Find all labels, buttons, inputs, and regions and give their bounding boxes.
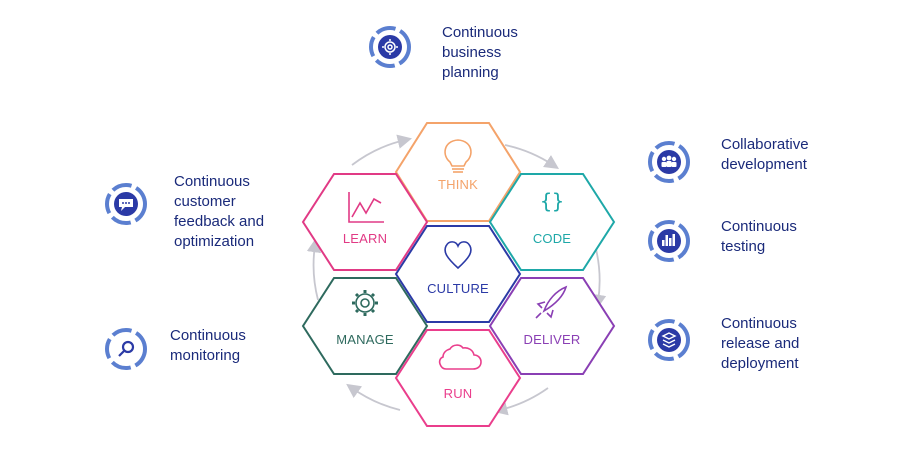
- practice-release-text: Continuous release and deployment: [721, 314, 799, 374]
- practice-planning-text: Continuous business planning: [442, 23, 518, 83]
- hex-code: {} CODE: [488, 173, 616, 271]
- practice-release-line-3: deployment: [721, 355, 799, 372]
- practice-release-line-2: release and: [721, 335, 800, 352]
- practice-release: Continuous release and deployment: [721, 314, 799, 374]
- cycle-arrow-2: [591, 244, 607, 310]
- practice-feedback-line-2: customer: [174, 193, 236, 210]
- practice-planning-line-2: business: [442, 44, 502, 61]
- magnifier-icon: [118, 340, 135, 357]
- practice-release-line-1: Continuous: [721, 315, 797, 332]
- gear-icon: [382, 39, 398, 55]
- practice-monitoring-line-2: monitoring: [170, 347, 241, 364]
- curly-braces-icon: {}: [540, 189, 564, 213]
- gear-icon: [352, 290, 378, 316]
- hex-label-run: RUN: [444, 386, 473, 401]
- practice-badge-planning: [369, 26, 411, 68]
- practice-development: Collaborative development: [721, 135, 809, 175]
- lightbulb-icon: [444, 139, 472, 173]
- practice-badge-monitoring: [105, 328, 147, 370]
- cycle-arrow-5: [306, 237, 322, 301]
- hex-label-culture: CULTURE: [427, 281, 489, 296]
- practice-badge-development: [648, 141, 690, 183]
- hex-label-learn: LEARN: [343, 231, 387, 246]
- hex-label-deliver: DELIVER: [523, 332, 580, 347]
- cycle-arrow-3: [493, 387, 549, 416]
- chat-bubble-icon: [119, 199, 133, 211]
- practice-feedback-line-3: feedback and: [174, 213, 265, 230]
- practice-badge-testing: [648, 220, 690, 262]
- hex-label-code: CODE: [533, 231, 571, 246]
- practice-development-text: Collaborative development: [721, 135, 809, 175]
- practice-feedback-line-4: optimization: [174, 233, 255, 250]
- hex-label-think: THINK: [438, 177, 478, 192]
- practice-feedback-line-1: Continuous: [174, 173, 250, 190]
- hex-culture: CULTURE: [394, 225, 522, 323]
- practice-planning-line-1: Continuous: [442, 24, 518, 41]
- hex-manage: MANAGE: [301, 277, 429, 375]
- hex-deliver: DELIVER: [488, 277, 616, 375]
- practice-feedback: Continuous customer feedback and optimiz…: [174, 172, 264, 252]
- hex-run: RUN: [394, 329, 522, 427]
- line-chart-icon: [348, 192, 384, 223]
- hex-label-manage: MANAGE: [336, 332, 394, 347]
- practice-testing-line-1: Continuous: [721, 218, 797, 235]
- practice-badge-feedback: [105, 183, 147, 225]
- bar-chart-icon: [662, 234, 675, 246]
- rocket-icon: [535, 285, 568, 319]
- hex-learn: LEARN: [301, 173, 429, 271]
- practice-monitoring-text: Continuous monitoring: [170, 326, 246, 366]
- practice-monitoring-line-1: Continuous: [170, 327, 246, 344]
- practice-planning: Continuous business planning: [442, 23, 518, 83]
- practice-testing-text: Continuous testing: [721, 217, 797, 257]
- practice-feedback-text: Continuous customer feedback and optimiz…: [174, 172, 264, 252]
- practice-planning-line-3: planning: [442, 64, 499, 81]
- practice-testing-line-2: testing: [721, 238, 766, 255]
- cycle-arrow-6: [351, 134, 413, 166]
- practice-development-line-1: Collaborative: [721, 136, 809, 153]
- layers-icon: [661, 332, 677, 348]
- practice-badge-release: [648, 319, 690, 361]
- people-icon: [661, 155, 677, 167]
- heart-icon: [444, 241, 472, 270]
- cycle-arrow-1: [504, 144, 560, 169]
- hex-think: THINK: [394, 122, 522, 222]
- practice-monitoring: Continuous monitoring: [170, 326, 246, 366]
- practice-development-line-2: development: [721, 156, 807, 173]
- cloud-icon: [438, 344, 482, 370]
- practice-testing: Continuous testing: [721, 217, 797, 257]
- cycle-arrow-4: [346, 383, 401, 411]
